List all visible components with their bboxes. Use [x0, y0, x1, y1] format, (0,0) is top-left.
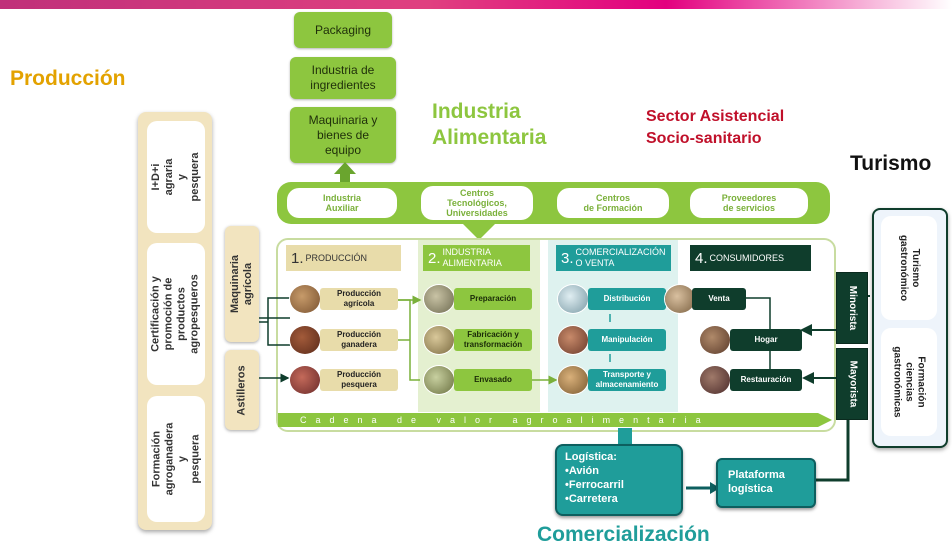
photo-transporte [558, 366, 588, 394]
stage-produccion-ganadera: Producción ganadera [320, 329, 398, 351]
turismo-heading: Turismo [850, 152, 932, 175]
turismo-box-gastronomico: Turismo gastronómico [881, 216, 937, 320]
logistica-box: Logística: •Avión •Ferrocarril •Carreter… [555, 444, 683, 516]
photo-manipulacion [558, 326, 588, 354]
stage-manipulacion: Manipulación [588, 329, 666, 351]
stage-produccion-agricola: Producción agrícola [320, 288, 398, 310]
col-header-industria-label: INDUSTRIA ALIMENTARIA [442, 247, 502, 268]
pill-proveedores: Proveedores de servicios [690, 188, 808, 218]
col-header-industria: 2.INDUSTRIA ALIMENTARIA [423, 245, 530, 271]
stage-fabricacion: Fabricación y transformación [454, 329, 532, 351]
down-arrow-centros [461, 222, 497, 240]
stage-distribucion: Distribución [588, 288, 666, 310]
stage-venta: Venta [692, 288, 746, 310]
left-box-formacion: Formación agroganadera y pesquera [147, 396, 205, 522]
photo-agricola [290, 285, 320, 313]
ingredientes-box: Industria de ingredientes [290, 57, 396, 99]
col-header-comercializacion-label: COMERCIALIZACIÓN O VENTA [575, 247, 666, 268]
top-accent-bar [0, 0, 952, 9]
stage-hogar: Hogar [730, 329, 802, 351]
col-header-consumidores-num: 4. [695, 249, 708, 267]
pill-centros-tecnologicos: Centros Tecnológicos, Universidades [421, 186, 533, 220]
pill-centros-formacion: Centros de Formación [557, 188, 669, 218]
industria-heading: Industria Alimentaria [432, 100, 547, 149]
photo-restauracion [700, 366, 730, 394]
cadena-label: Cadena de valor agroalimentaria [300, 415, 710, 425]
photo-distribucion [558, 285, 588, 313]
turismo-box-formacion: Formación ciencias gastronómicas [881, 328, 937, 436]
turismo-formacion-label: Formación ciencias gastronómicas [892, 346, 928, 418]
stage-restauracion: Restauración [730, 369, 802, 391]
minorista-box: Minorista [836, 272, 868, 344]
sector-heading: Sector Asistencial Socio-sanitario [646, 108, 785, 147]
photo-pesquera [290, 366, 320, 394]
col-header-industria-num: 2. [428, 249, 441, 267]
col-header-consumidores: 4.CONSUMIDORES [690, 245, 811, 271]
turismo-gastronomico-label: Turismo gastronómico [898, 234, 921, 302]
packaging-box: Packaging [294, 12, 392, 48]
produccion-heading: Producción [10, 67, 126, 90]
col-header-produccion: 1.PRODUCCIÓN [286, 245, 401, 271]
photo-hogar [700, 326, 730, 354]
up-arrow-stem [340, 173, 350, 183]
plataforma-box: Plataforma logística [716, 458, 816, 508]
stage-preparacion: Preparación [454, 288, 532, 310]
comercializacion-heading: Comercialización [537, 523, 710, 546]
photo-ganadera [290, 326, 320, 354]
maquinaria-agricola-box: Maquinaria agrícola [225, 226, 259, 342]
col-header-consumidores-label: CONSUMIDORES [709, 252, 785, 263]
mayorista-label: Mayorista [847, 360, 858, 408]
stage-transporte: Transporte y almacenamiento [588, 369, 666, 391]
photo-preparacion [424, 285, 454, 313]
photo-fabricacion [424, 326, 454, 354]
photo-envasado [424, 366, 454, 394]
astilleros-box: Astilleros [225, 350, 259, 430]
left-box-certificacion: Certificación y promoción de productos a… [147, 243, 205, 385]
stage-envasado: Envasado [454, 369, 532, 391]
pill-industria-auxiliar: Industria Auxiliar [287, 188, 397, 218]
col-header-comercializacion-num: 3. [561, 249, 574, 267]
minorista-label: Minorista [847, 285, 859, 331]
stage-produccion-pesquera: Producción pesquera [320, 369, 398, 391]
photo-venta [665, 285, 695, 313]
left-box-idi: I+D+i agraria y pesquera [147, 121, 205, 233]
maquinaria-equipo-box: Maquinaria y bienes de equipo [290, 107, 396, 163]
col-header-produccion-label: PRODUCCIÓN [305, 252, 368, 263]
up-arrow [334, 162, 356, 174]
col-header-produccion-num: 1. [291, 249, 304, 267]
mayorista-box: Mayorista [836, 348, 868, 420]
col-header-comercializacion: 3.COMERCIALIZACIÓN O VENTA [556, 245, 671, 271]
